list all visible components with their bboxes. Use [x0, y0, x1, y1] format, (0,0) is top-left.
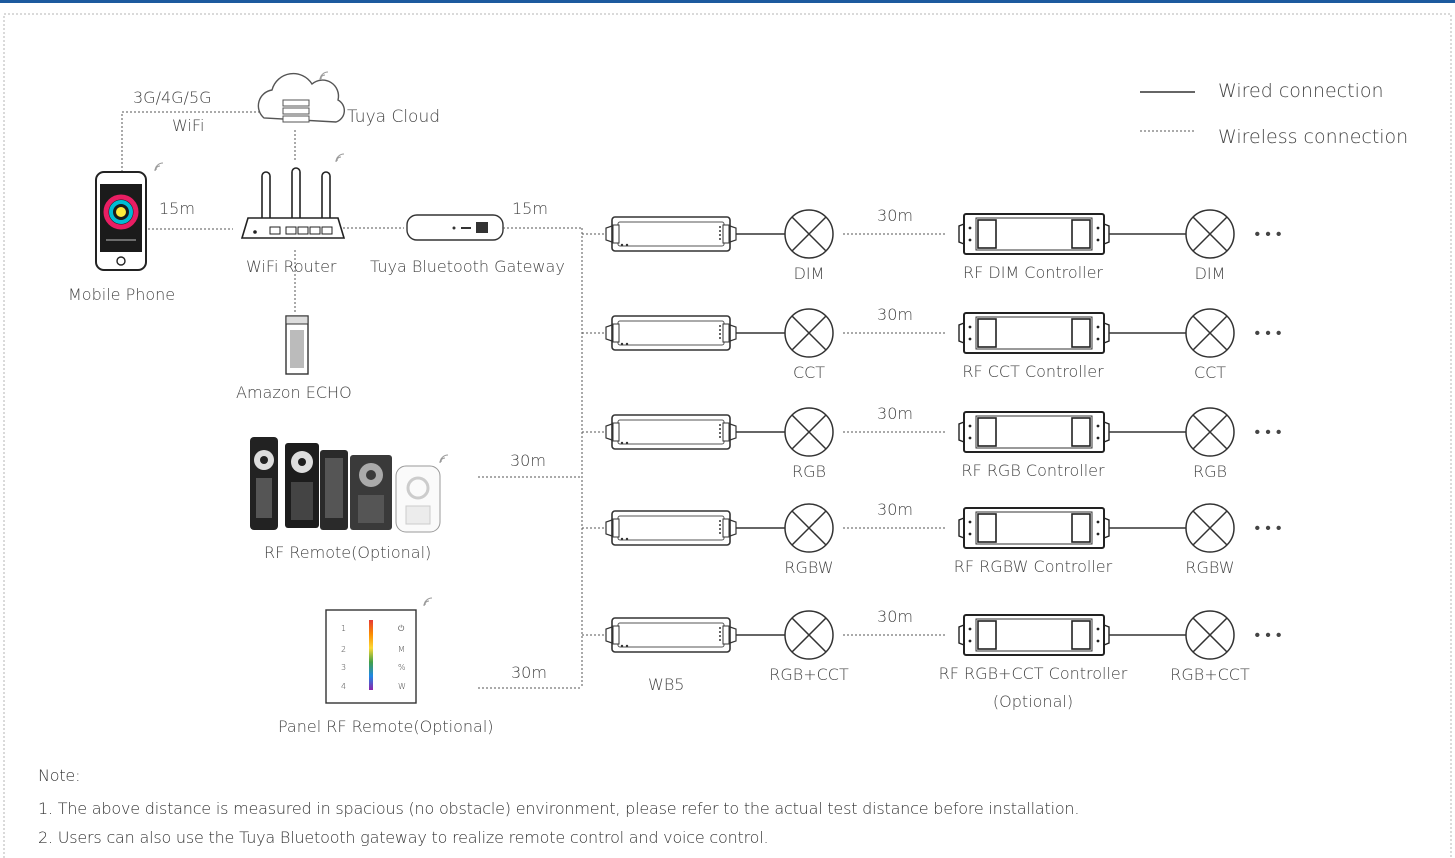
- panel-key-3: 3: [341, 663, 346, 672]
- cloud-signal-icon: [319, 71, 329, 81]
- note-line-1: 1. The above distance is measured in spa…: [38, 799, 1080, 818]
- phone-router-distance: 15m: [159, 199, 195, 218]
- device-row: RGBW 30m RF RGBW Controller RGBW • • •: [582, 500, 1281, 577]
- rf-controller-icon: [958, 507, 1110, 549]
- phone-icon: [95, 162, 164, 271]
- rf-controller-icon: [958, 312, 1110, 354]
- rf-controller-icon: [958, 411, 1110, 453]
- light-label-2: RGB: [1193, 462, 1227, 481]
- light-bulb-icon: [1185, 407, 1235, 457]
- wb5-controller-icon: [605, 510, 737, 546]
- legend: Wired connection Wireless connection: [1140, 80, 1408, 148]
- panel-key-2: 2: [341, 645, 346, 654]
- legend-wireless-label: Wireless connection: [1218, 126, 1408, 148]
- light-bulb-icon: [1185, 503, 1235, 553]
- light-label: CCT: [793, 363, 825, 382]
- controller-note: (Optional): [993, 692, 1073, 711]
- rf-remote-label: RF Remote(Optional): [264, 543, 431, 562]
- light-label-2: RGBW: [1185, 558, 1234, 577]
- phone-signal-icon: [154, 162, 164, 172]
- controller-label: RF CCT Controller: [962, 362, 1104, 381]
- controller-distance: 30m: [877, 404, 913, 423]
- light-bulb-icon: [784, 209, 834, 259]
- controller-label: RF DIM Controller: [963, 263, 1103, 282]
- panel-remote-icon: [325, 597, 433, 704]
- gateway-bus-distance: 15m: [512, 199, 548, 218]
- phone-label: Mobile Phone: [68, 285, 175, 304]
- device-row: CCT 30m RF CCT Controller CCT • • •: [582, 305, 1281, 382]
- light-bulb-icon: [784, 503, 834, 553]
- router-icon: [240, 153, 346, 239]
- light-bulb-icon: [784, 407, 834, 457]
- device-rows: DIM 30m RF DIM Controller DIM • • • CCT 30m RF …: [582, 206, 1281, 711]
- frame-border: [3, 13, 1452, 858]
- cloud-label: Tuya Cloud: [347, 107, 440, 127]
- light-label-2: DIM: [1195, 264, 1226, 283]
- light-label: RGB: [792, 462, 826, 481]
- panel-key-w: W: [398, 682, 406, 691]
- gateway-icon: [406, 214, 504, 241]
- phone-cloud-link: [121, 111, 262, 172]
- controller-distance: 30m: [877, 500, 913, 519]
- device-row: RGB 30m RF RGB Controller RGB • • •: [582, 404, 1281, 481]
- rf-remote-icon: [250, 437, 449, 533]
- panel-bus-distance: 30m: [511, 663, 547, 682]
- controller-distance: 30m: [877, 206, 913, 225]
- controller-label: RF RGBW Controller: [954, 557, 1113, 576]
- light-bulb-icon: [1185, 308, 1235, 358]
- device-row: RGB+CCT 30m RF RGB+CCT Controller (Optional…: [582, 607, 1281, 711]
- rf-remote-signal-icon: [439, 454, 449, 464]
- router-label: WiFi Router: [246, 257, 337, 276]
- echo-icon: [285, 315, 309, 375]
- panel-remote-label: Panel RF Remote(Optional): [278, 717, 494, 736]
- light-bulb-icon: [1185, 209, 1235, 259]
- more-indicator: • • •: [1255, 323, 1282, 342]
- wb5-controller-icon: [605, 315, 737, 351]
- wb5-label: WB5: [648, 675, 684, 694]
- rf-controller-icon: [958, 614, 1110, 656]
- more-indicator: • • •: [1255, 224, 1282, 243]
- light-bulb-icon: [784, 308, 834, 358]
- controller-distance: 30m: [877, 607, 913, 626]
- more-indicator: • • •: [1255, 422, 1282, 441]
- cloud-link-top: 3G/4G/5G: [133, 88, 212, 107]
- controller-label: RF RGB Controller: [961, 461, 1105, 480]
- more-indicator: • • •: [1255, 625, 1282, 644]
- remote-bus-distance: 30m: [510, 451, 546, 470]
- light-label-2: RGB+CCT: [1170, 665, 1250, 684]
- cloud-link-bottom: WiFi: [172, 116, 204, 135]
- note-line-2: 2. Users can also use the Tuya Bluetooth…: [38, 828, 769, 847]
- wb5-controller-icon: [605, 216, 737, 252]
- panel-key-percent: %: [398, 663, 406, 672]
- wb5-controller-icon: [605, 617, 737, 653]
- controller-distance: 30m: [877, 305, 913, 324]
- echo-label: Amazon ECHO: [236, 383, 352, 402]
- more-indicator: • • •: [1255, 518, 1282, 537]
- notes-title: Note:: [38, 766, 81, 785]
- panel-key-4: 4: [341, 682, 346, 691]
- device-row: DIM 30m RF DIM Controller DIM • • •: [582, 206, 1281, 283]
- panel-key-m: M: [398, 645, 405, 654]
- gateway-label: Tuya Bluetooth Gateway: [370, 257, 565, 276]
- cloud: [257, 71, 345, 123]
- light-label: RGBW: [784, 558, 833, 577]
- light-label-2: CCT: [1194, 363, 1226, 382]
- router-signal-icon: [335, 153, 345, 163]
- wb5-controller-icon: [605, 414, 737, 450]
- light-bulb-icon: [1185, 610, 1235, 660]
- rf-controller-icon: [958, 213, 1110, 255]
- light-bulb-icon: [784, 610, 834, 660]
- panel-key-power: ⏻: [398, 624, 405, 633]
- panel-key-1: 1: [341, 624, 346, 633]
- legend-wired-label: Wired connection: [1218, 80, 1384, 102]
- controller-label: RF RGB+CCT Controller: [939, 664, 1128, 683]
- light-label: RGB+CCT: [769, 665, 849, 684]
- panel-signal-icon: [423, 597, 433, 607]
- light-label: DIM: [794, 264, 825, 283]
